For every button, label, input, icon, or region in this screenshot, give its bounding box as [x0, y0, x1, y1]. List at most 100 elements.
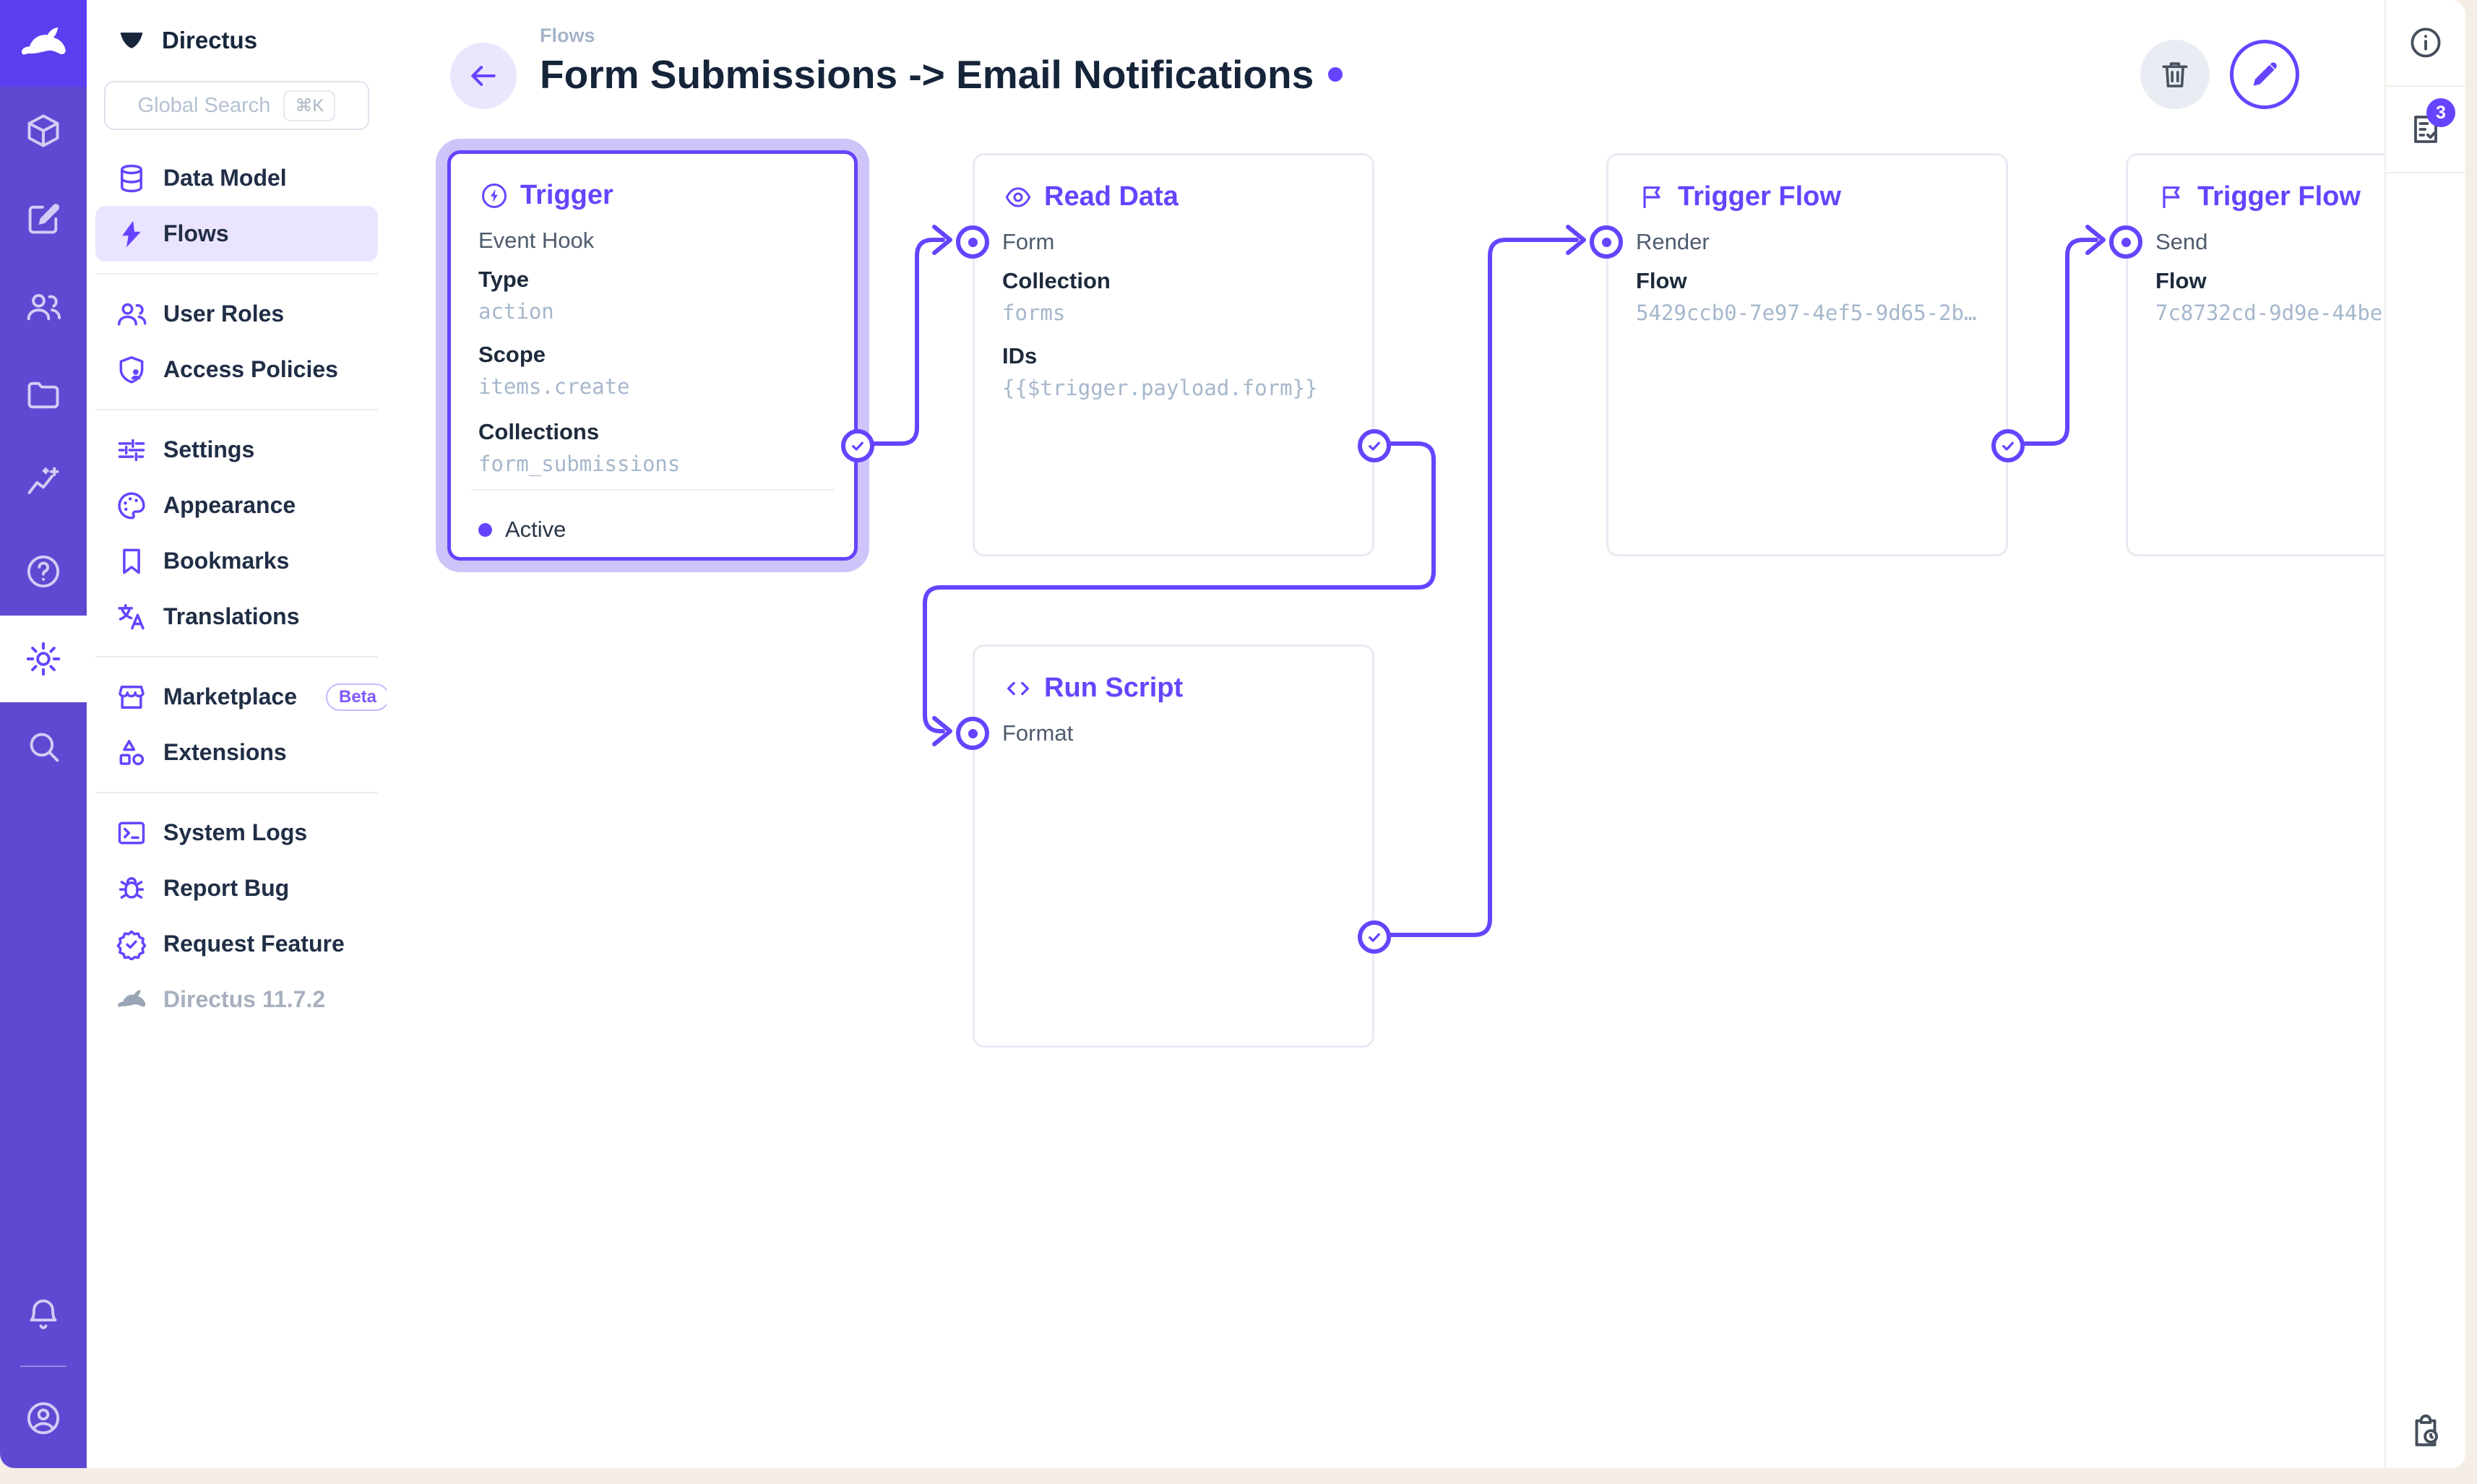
check-icon — [1369, 441, 1380, 451]
sidebar-item-access-policies[interactable]: Access Policies — [95, 342, 378, 397]
sidebar-item-label: Appearance — [163, 492, 296, 518]
beta-badge: Beta — [325, 683, 390, 711]
sidebar-item-report-bug[interactable]: Report Bug — [95, 860, 378, 916]
bolt-icon — [116, 218, 147, 250]
page-title-text: Form Submissions -> Email Notifications — [540, 52, 1314, 97]
module-files-icon[interactable] — [0, 351, 87, 439]
back-button[interactable] — [450, 43, 517, 109]
delete-flow-button[interactable] — [2140, 40, 2210, 109]
sidebar-version[interactable]: Directus 11.7.2 — [95, 972, 378, 1027]
sidebar-item-data-model[interactable]: Data Model — [95, 150, 378, 206]
flow-panel-trigger-flow-render[interactable]: Trigger Flow Render Flow 5429ccb0-7e97-4… — [1590, 153, 2025, 556]
arrow-left-icon — [471, 66, 496, 86]
eye-icon — [1005, 186, 1031, 207]
info-sidebar-button[interactable] — [2386, 0, 2465, 87]
sidebar-item-label: User Roles — [163, 301, 285, 327]
nav-sidebar: Directus Global Search ⌘K Data Model Flo… — [87, 0, 390, 1468]
sidebar-item-flows[interactable]: Flows — [95, 206, 378, 262]
translate-icon — [116, 601, 147, 633]
input-dot — [968, 728, 978, 738]
panel-name: Render — [1636, 229, 1710, 254]
output-connector[interactable] — [1358, 429, 1391, 462]
input-dot — [2121, 237, 2131, 247]
bolt-circle-icon — [481, 183, 507, 208]
flow-panel-trigger[interactable]: Trigger Event Hook Type action Scope ite… — [447, 150, 874, 561]
panel-field: Flow 5429ccb0-7e97-4ef5-9d65-2b… — [1636, 268, 1977, 325]
sidebar-item-label: Access Policies — [163, 356, 338, 382]
panel-header: Trigger Flow — [2157, 181, 2361, 212]
sidebar-item-label: Settings — [163, 436, 255, 462]
sidebar-item-label: Bookmarks — [163, 548, 290, 574]
panel-field: Scope items.create — [478, 342, 630, 399]
pending-revisions-button[interactable] — [2386, 1413, 2465, 1449]
panel-field: IDs {{$trigger.payload.form}} — [1002, 343, 1318, 400]
search-shortcut-kbd: ⌘K — [283, 90, 336, 121]
user-avatar[interactable] — [0, 1374, 87, 1462]
users-icon — [27, 294, 61, 321]
module-help-icon[interactable] — [0, 527, 87, 616]
panel-field: Flow 7c8732cd-9d9e-44be — [2155, 268, 2383, 325]
global-search-input[interactable]: Global Search ⌘K — [104, 81, 369, 130]
terminal-icon — [116, 817, 147, 849]
sidebar-item-marketplace[interactable]: Marketplace Beta — [95, 669, 390, 725]
sidebar-item-label: Report Bug — [163, 875, 290, 901]
edit-flow-button[interactable] — [2230, 40, 2299, 109]
input-connector[interactable] — [2109, 225, 2142, 259]
module-bar-bottom — [0, 1270, 87, 1462]
seal-check-icon — [116, 928, 147, 960]
module-search-icon[interactable] — [0, 702, 87, 790]
panel-divider — [471, 489, 834, 491]
sidebar-item-translations[interactable]: Translations — [95, 589, 378, 644]
clipboard-clock-icon — [2415, 1414, 2438, 1446]
sidebar-item-user-roles[interactable]: User Roles — [95, 286, 378, 342]
nav-divider — [95, 656, 378, 657]
output-connector[interactable] — [841, 429, 874, 462]
flag-icon — [1643, 186, 1660, 208]
sidebar-item-system-logs[interactable]: System Logs — [95, 805, 378, 860]
panel-header: Trigger Flow — [1637, 181, 1841, 212]
input-connector[interactable] — [956, 225, 989, 259]
status-row: Active — [478, 514, 566, 545]
rabbit-gray-icon — [116, 984, 147, 1016]
input-connector[interactable] — [1590, 225, 1623, 259]
flow-panel-run-script[interactable]: Run Script Format — [956, 644, 1391, 1048]
check-icon — [1369, 933, 1380, 942]
bell-icon — [30, 1299, 57, 1329]
flow-panel-read-data[interactable]: Read Data Form Collection forms IDs {{$t… — [956, 153, 1391, 556]
pencil-icon — [2253, 62, 2277, 86]
project-header[interactable]: Directus — [87, 0, 387, 55]
output-connector[interactable] — [1358, 920, 1391, 954]
panel-title: Trigger Flow — [1678, 181, 1841, 212]
bookmark-icon — [116, 545, 147, 577]
sidebar-item-request-feature[interactable]: Request Feature — [95, 916, 378, 972]
sidebar-item-settings[interactable]: Settings — [95, 422, 378, 478]
sidebar-item-extensions[interactable]: Extensions — [95, 725, 378, 780]
module-content-icon[interactable] — [0, 87, 87, 175]
sidebar-item-appearance[interactable]: Appearance — [95, 478, 378, 533]
sidebar-item-label: Request Feature — [163, 931, 345, 957]
module-settings-icon[interactable] — [0, 616, 87, 702]
module-editor-icon[interactable] — [0, 175, 87, 263]
notifications-bell-icon[interactable] — [0, 1270, 87, 1358]
directus-rabbit-logo[interactable] — [0, 0, 87, 87]
sidebar-item-bookmarks[interactable]: Bookmarks — [95, 533, 378, 589]
output-connector[interactable] — [1991, 429, 2025, 462]
edit-square-icon — [28, 204, 60, 234]
breadcrumb[interactable]: Flows — [540, 25, 595, 46]
unsaved-dot — [1328, 67, 1343, 82]
palette-icon — [116, 490, 147, 522]
panel-header: Read Data — [1004, 181, 1179, 212]
flow-panel-trigger-flow-send[interactable]: Trigger Flow Send Flow 7c8732cd-9d9e-44b… — [2109, 153, 2385, 556]
module-users-icon[interactable] — [0, 263, 87, 351]
active-dot — [478, 522, 492, 537]
input-dot — [968, 237, 978, 247]
input-connector[interactable] — [956, 717, 989, 750]
logs-sidebar-button[interactable]: 3 — [2386, 87, 2465, 173]
input-dot — [1601, 237, 1611, 247]
sidebar-item-label: Translations — [163, 603, 300, 629]
flow-canvas[interactable]: Flows Form Submissions -> Email Notifica… — [387, 0, 2385, 1468]
panel-name: Event Hook — [478, 228, 595, 253]
search-placeholder: Global Search — [137, 93, 271, 117]
module-insights-icon[interactable] — [0, 439, 87, 527]
